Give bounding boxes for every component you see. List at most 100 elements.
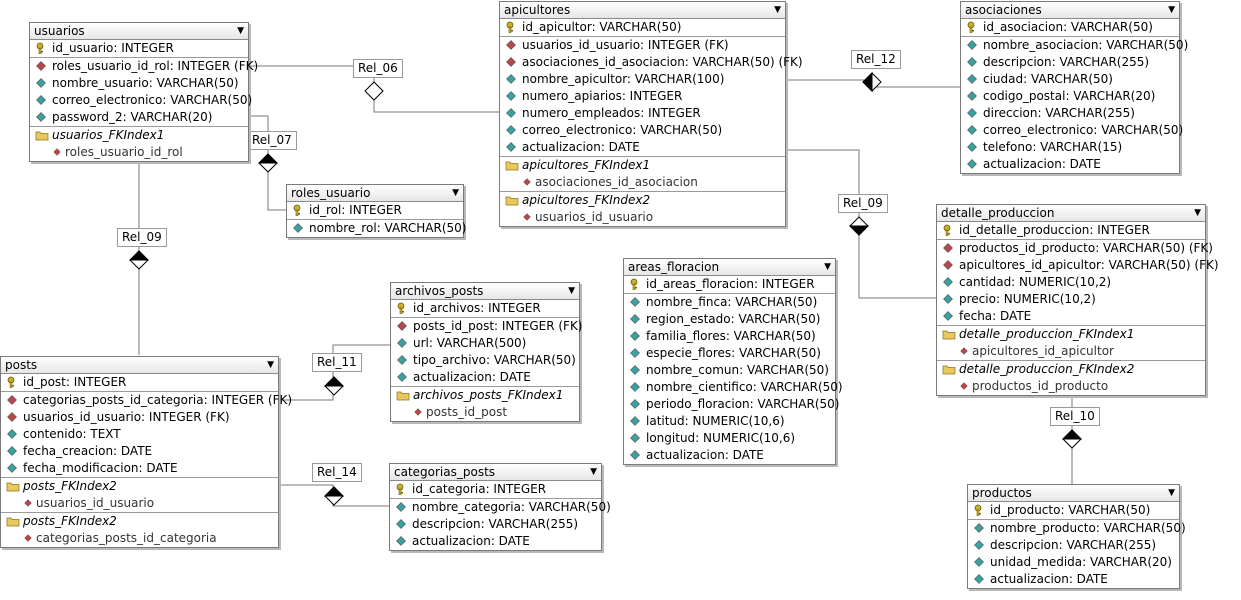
attribute-row[interactable]: numero_apiarios: INTEGER — [500, 88, 785, 105]
attribute-row[interactable]: id_rol: INTEGER — [287, 202, 463, 219]
entity-header[interactable]: roles_usuario▼ — [287, 185, 463, 202]
index-row[interactable]: detalle_produccion_FKIndex2 — [937, 360, 1205, 378]
entity-header[interactable]: usuarios▼ — [30, 23, 248, 40]
entity-header[interactable]: productos▼ — [968, 485, 1179, 502]
index-row[interactable]: posts_FKIndex2 — [1, 512, 278, 530]
rel-09-left-label[interactable]: Rel_09 — [117, 228, 167, 247]
index-row[interactable]: usuarios_FKIndex1 — [30, 126, 248, 144]
attribute-row[interactable]: nombre_asociacion: VARCHAR(50) — [961, 36, 1188, 54]
attribute-row[interactable]: usuarios_id_usuario: INTEGER (FK) — [1, 409, 278, 426]
rel-10-label[interactable]: Rel_10 — [1050, 407, 1100, 426]
entity-header[interactable]: asociaciones▼ — [961, 2, 1179, 19]
attribute-row[interactable]: longitud: NUMERIC(10,6) — [624, 430, 835, 447]
attribute-row[interactable]: nombre_categoria: VARCHAR(50) — [390, 498, 611, 516]
attribute-row[interactable]: nombre_rol: VARCHAR(50) — [287, 219, 466, 237]
dropdown-arrow-icon[interactable]: ▼ — [590, 467, 597, 477]
attribute-row[interactable]: descripcion: VARCHAR(255) — [968, 537, 1179, 554]
dropdown-arrow-icon[interactable]: ▼ — [568, 286, 575, 296]
index-column-row[interactable]: categorias_posts_id_categoria — [1, 530, 278, 547]
attribute-row[interactable]: contenido: TEXT — [1, 426, 278, 443]
attribute-row[interactable]: id_apicultor: VARCHAR(50) — [500, 19, 785, 36]
entity-header[interactable]: archivos_posts▼ — [391, 283, 579, 300]
dropdown-arrow-icon[interactable]: ▼ — [1168, 488, 1175, 498]
attribute-row[interactable]: correo_electronico: VARCHAR(50) — [500, 122, 785, 139]
dropdown-arrow-icon[interactable]: ▼ — [1168, 5, 1175, 15]
attribute-row[interactable]: especie_flores: VARCHAR(50) — [624, 345, 835, 362]
attribute-row[interactable]: usuarios_id_usuario: INTEGER (FK) — [500, 36, 785, 54]
index-column-row[interactable]: apicultores_id_apicultor — [937, 343, 1205, 360]
attribute-row[interactable]: tipo_archivo: VARCHAR(50) — [391, 352, 579, 369]
attribute-row[interactable]: nombre_finca: VARCHAR(50) — [624, 293, 835, 311]
attribute-row[interactable]: direccion: VARCHAR(255) — [961, 105, 1179, 122]
index-row[interactable]: apicultores_FKIndex1 — [500, 156, 785, 174]
entity-header[interactable]: posts▼ — [1, 357, 278, 374]
index-row[interactable]: detalle_produccion_FKIndex1 — [937, 325, 1205, 343]
attribute-row[interactable]: nombre_apicultor: VARCHAR(100) — [500, 71, 785, 88]
index-row[interactable]: archivos_posts_FKIndex1 — [391, 386, 579, 404]
entity-productos[interactable]: productos▼id_producto: VARCHAR(50)nombre… — [967, 484, 1186, 589]
attribute-row[interactable]: password_2: VARCHAR(20) — [30, 109, 248, 126]
attribute-row[interactable]: ciudad: VARCHAR(50) — [961, 71, 1179, 88]
index-column-row[interactable]: roles_usuario_id_rol — [30, 144, 248, 161]
attribute-row[interactable]: url: VARCHAR(500) — [391, 335, 579, 352]
attribute-row[interactable]: descripcion: VARCHAR(255) — [961, 54, 1179, 71]
attribute-row[interactable]: correo_electronico: VARCHAR(50) — [961, 122, 1183, 139]
entity-header[interactable]: detalle_produccion▼ — [937, 205, 1205, 222]
attribute-row[interactable]: apicultores_id_apicultor: VARCHAR(50) (F… — [937, 257, 1219, 274]
entity-detalle-produccion[interactable]: detalle_produccion▼id_detalle_produccion… — [936, 204, 1219, 396]
attribute-row[interactable]: actualizacion: DATE — [500, 139, 785, 156]
attribute-row[interactable]: id_areas_floracion: INTEGER — [624, 276, 835, 293]
attribute-row[interactable]: nombre_comun: VARCHAR(50) — [624, 362, 835, 379]
entity-header[interactable]: areas_floracion▼ — [624, 259, 835, 276]
attribute-row[interactable]: actualizacion: DATE — [390, 533, 601, 550]
attribute-row[interactable]: id_detalle_produccion: INTEGER — [937, 222, 1205, 239]
dropdown-arrow-icon[interactable]: ▼ — [774, 5, 781, 15]
attribute-row[interactable]: unidad_medida: VARCHAR(20) — [968, 554, 1179, 571]
attribute-row[interactable]: precio: NUMERIC(10,2) — [937, 291, 1205, 308]
attribute-row[interactable]: roles_usuario_id_rol: INTEGER (FK) — [30, 57, 258, 75]
attribute-row[interactable]: nombre_cientifico: VARCHAR(50) — [624, 379, 843, 396]
index-column-row[interactable]: productos_id_producto — [937, 378, 1205, 395]
index-column-row[interactable]: posts_id_post — [391, 404, 579, 421]
attribute-row[interactable]: numero_empleados: INTEGER — [500, 105, 785, 122]
entity-header[interactable]: apicultores▼ — [500, 2, 785, 19]
rel-07-label[interactable]: Rel_07 — [247, 131, 297, 150]
attribute-row[interactable]: id_categoria: INTEGER — [390, 481, 601, 498]
dropdown-arrow-icon[interactable]: ▼ — [824, 262, 831, 272]
attribute-row[interactable]: latitud: NUMERIC(10,6) — [624, 413, 835, 430]
attribute-row[interactable]: fecha_creacion: DATE — [1, 443, 278, 460]
attribute-row[interactable]: nombre_producto: VARCHAR(50) — [968, 519, 1186, 537]
dropdown-arrow-icon[interactable]: ▼ — [452, 188, 459, 198]
entity-areas-floracion[interactable]: areas_floracion▼id_areas_floracion: INTE… — [623, 258, 843, 465]
rel-14-label[interactable]: Rel_14 — [312, 463, 362, 482]
attribute-row[interactable]: actualizacion: DATE — [961, 156, 1179, 173]
attribute-row[interactable]: correo_electronico: VARCHAR(50) — [30, 92, 252, 109]
attribute-row[interactable]: telefono: VARCHAR(15) — [961, 139, 1179, 156]
attribute-row[interactable]: nombre_usuario: VARCHAR(50) — [30, 75, 248, 92]
attribute-row[interactable]: actualizacion: DATE — [968, 571, 1179, 588]
attribute-row[interactable]: fecha_modificacion: DATE — [1, 460, 278, 477]
attribute-row[interactable]: categorias_posts_id_categoria: INTEGER (… — [1, 391, 292, 409]
rel-06-label[interactable]: Rel_06 — [353, 59, 403, 78]
index-column-row[interactable]: usuarios_id_usuario — [1, 495, 278, 512]
index-column-row[interactable]: asociaciones_id_asociacion — [500, 174, 785, 191]
index-column-row[interactable]: usuarios_id_usuario — [500, 209, 785, 226]
attribute-row[interactable]: periodo_floracion: VARCHAR(50) — [624, 396, 839, 413]
dropdown-arrow-icon[interactable]: ▼ — [1194, 208, 1201, 218]
attribute-row[interactable]: id_asociacion: VARCHAR(50) — [961, 19, 1179, 36]
rel-12-label[interactable]: Rel_12 — [851, 50, 901, 69]
attribute-row[interactable]: id_usuario: INTEGER — [30, 40, 248, 57]
dropdown-arrow-icon[interactable]: ▼ — [267, 360, 274, 370]
attribute-row[interactable]: id_post: INTEGER — [1, 374, 278, 391]
entity-apicultores[interactable]: apicultores▼id_apicultor: VARCHAR(50)usu… — [499, 1, 803, 227]
rel-11-label[interactable]: Rel_11 — [312, 353, 362, 372]
attribute-row[interactable]: region_estado: VARCHAR(50) — [624, 311, 835, 328]
rel-09-right-label[interactable]: Rel_09 — [838, 194, 888, 213]
attribute-row[interactable]: cantidad: NUMERIC(10,2) — [937, 274, 1205, 291]
index-row[interactable]: posts_FKIndex2 — [1, 477, 278, 495]
attribute-row[interactable]: descripcion: VARCHAR(255) — [390, 516, 601, 533]
attribute-row[interactable]: id_archivos: INTEGER — [391, 300, 579, 317]
